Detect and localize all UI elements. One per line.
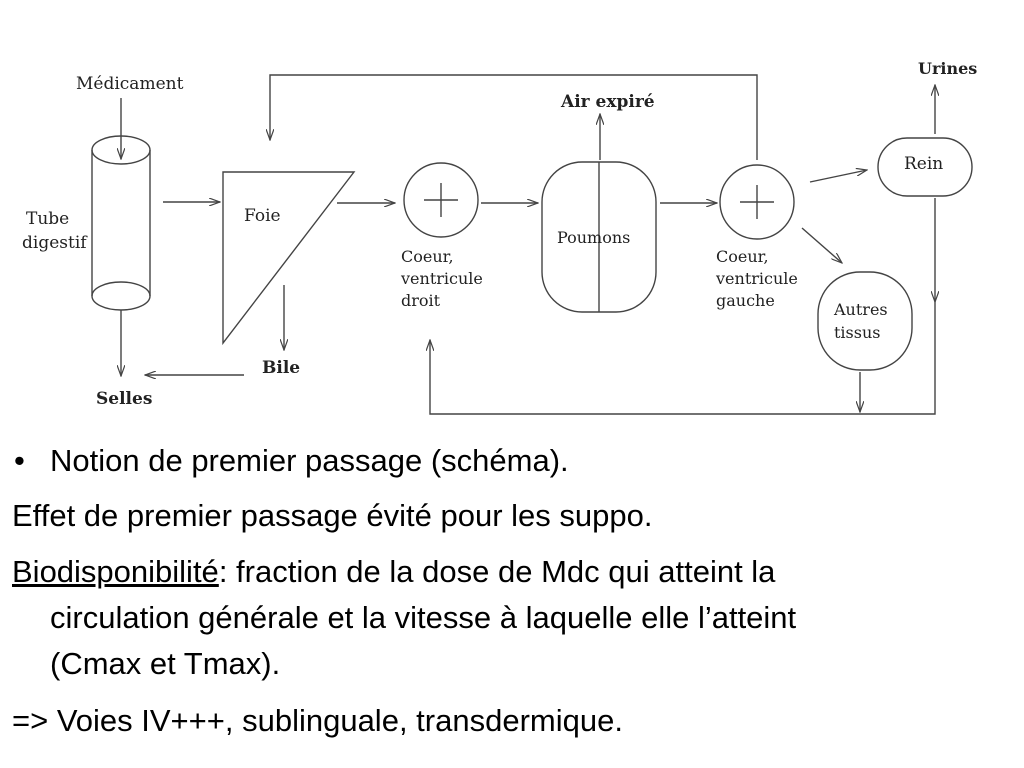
label-coeur-droit-3: droit <box>401 291 441 310</box>
biodisponibilite-definition: : fraction de la dose de Mdc qui atteint… <box>218 554 776 589</box>
label-medicament: Médicament <box>76 74 184 94</box>
label-rein: Rein <box>904 154 943 174</box>
text-line-premier-passage: Notion de premier passage (schéma). <box>50 443 569 478</box>
label-coeur-droit-2: ventricule <box>400 269 483 288</box>
label-bile: Bile <box>262 358 300 378</box>
text-biodisponibilite-cont2: (Cmax et Tmax). <box>50 646 281 681</box>
return-loop-bottom <box>430 302 936 415</box>
label-coeur-gauche-3: gauche <box>716 291 775 310</box>
label-coeur-gauche-2: ventricule <box>715 269 798 288</box>
label-selles: Selles <box>96 389 152 409</box>
pharmacokinetics-diagram: Médicament Tube digestif Selles Foie Bil… <box>22 59 977 415</box>
text-voies: => Voies IV+++, sublinguale, transdermiq… <box>12 703 623 738</box>
label-urines: Urines <box>918 59 977 78</box>
label-air-expire: Air expiré <box>560 92 655 112</box>
term-biodisponibilite: Biodisponibilité <box>12 554 219 589</box>
bullet-marker: • <box>14 443 25 478</box>
label-autres-1: Autres <box>833 300 888 319</box>
arrow-coeur-gauche-to-foie-loop <box>270 74 758 160</box>
label-tube-2: digestif <box>22 233 88 253</box>
rein-shape <box>877 137 973 197</box>
autres-tissus-shape <box>817 271 913 371</box>
text-line-effet: Effet de premier passage évité pour les … <box>12 498 653 533</box>
text-biodisponibilite-cont1: circulation générale et la vitesse à laq… <box>50 600 797 635</box>
arrow-coeur-gauche-to-rein <box>809 170 867 183</box>
label-coeur-droit-1: Coeur, <box>401 247 454 266</box>
label-coeur-gauche-1: Coeur, <box>716 247 769 266</box>
label-poumons: Poumons <box>557 228 630 247</box>
tube-digestif-cylinder <box>91 135 151 311</box>
label-foie: Foie <box>244 206 281 226</box>
label-autres-2: tissus <box>834 323 880 342</box>
poumons-shape <box>541 161 657 313</box>
foie-triangle <box>222 171 356 346</box>
text-biodisponibilite-line: Biodisponibilité: fraction de la dose de… <box>12 553 775 591</box>
coeur-droit-circle <box>403 162 479 238</box>
coeur-gauche-circle <box>719 164 795 240</box>
arrow-coeur-gauche-to-autres-tissus <box>801 227 842 263</box>
label-tube-1: Tube <box>26 209 69 229</box>
